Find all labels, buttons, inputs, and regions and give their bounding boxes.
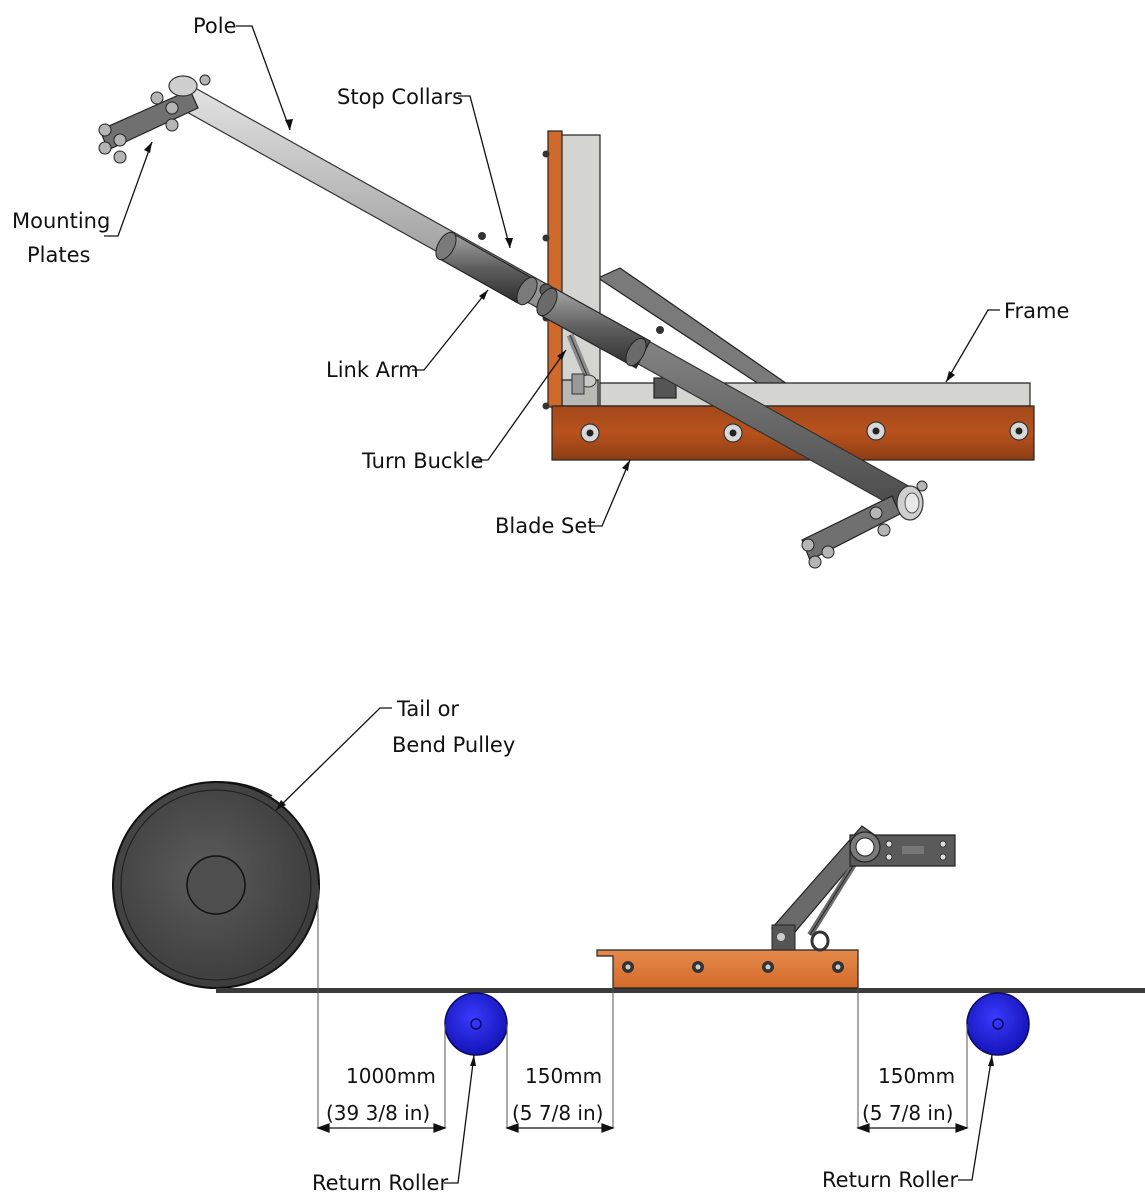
dim-3-metric: 150mm — [878, 1064, 955, 1088]
label-link-arm: Link Arm — [326, 358, 419, 382]
label-stop-collars: Stop Collars — [337, 85, 463, 109]
dim-2-imperial: (5 7/8 in) — [512, 1101, 603, 1125]
label-pole: Pole — [193, 14, 237, 38]
label-turn-buckle: Turn Buckle — [361, 449, 483, 473]
label-frame: Frame — [1004, 299, 1069, 323]
dim-1-metric: 1000mm — [346, 1064, 436, 1088]
conveyor-belt — [216, 988, 1145, 993]
top-assembly-view: Pole Stop Collars Mounting Plates Frame … — [12, 14, 1069, 569]
dimension-extension-lines — [317, 885, 968, 1128]
label-tail-pulley-line1: Tail or — [396, 697, 459, 721]
dim-2-metric: 150mm — [525, 1064, 602, 1088]
label-mounting-plates-line1: Mounting — [12, 209, 110, 233]
turn-buckle — [566, 333, 597, 395]
return-roller-right — [966, 992, 1030, 1056]
dim-3-imperial: (5 7/8 in) — [862, 1101, 953, 1125]
link-arm-side — [771, 825, 956, 952]
side-view: 1000mm (39 3/8 in) 150mm (5 7/8 in) 150m… — [112, 697, 1145, 1195]
dimension-lines — [316, 1123, 969, 1133]
link-arm — [536, 287, 664, 369]
side-leaders — [275, 707, 994, 1184]
top-leaders — [104, 25, 1000, 527]
blade-set-side — [596, 949, 859, 989]
label-return-roller-left: Return Roller — [312, 1171, 448, 1195]
return-roller-left — [444, 992, 508, 1056]
mounting-plate-lower — [801, 480, 928, 569]
label-mounting-plates-line2: Plates — [27, 243, 90, 267]
dim-1-imperial: (39 3/8 in) — [326, 1101, 430, 1125]
label-blade-set: Blade Set — [495, 514, 596, 538]
blade-set-bolts — [580, 421, 1029, 443]
tail-pulley — [112, 781, 320, 989]
label-tail-pulley-line2: Bend Pulley — [392, 733, 515, 757]
label-return-roller-right: Return Roller — [822, 1168, 958, 1192]
mounting-plate-upper — [98, 74, 211, 164]
